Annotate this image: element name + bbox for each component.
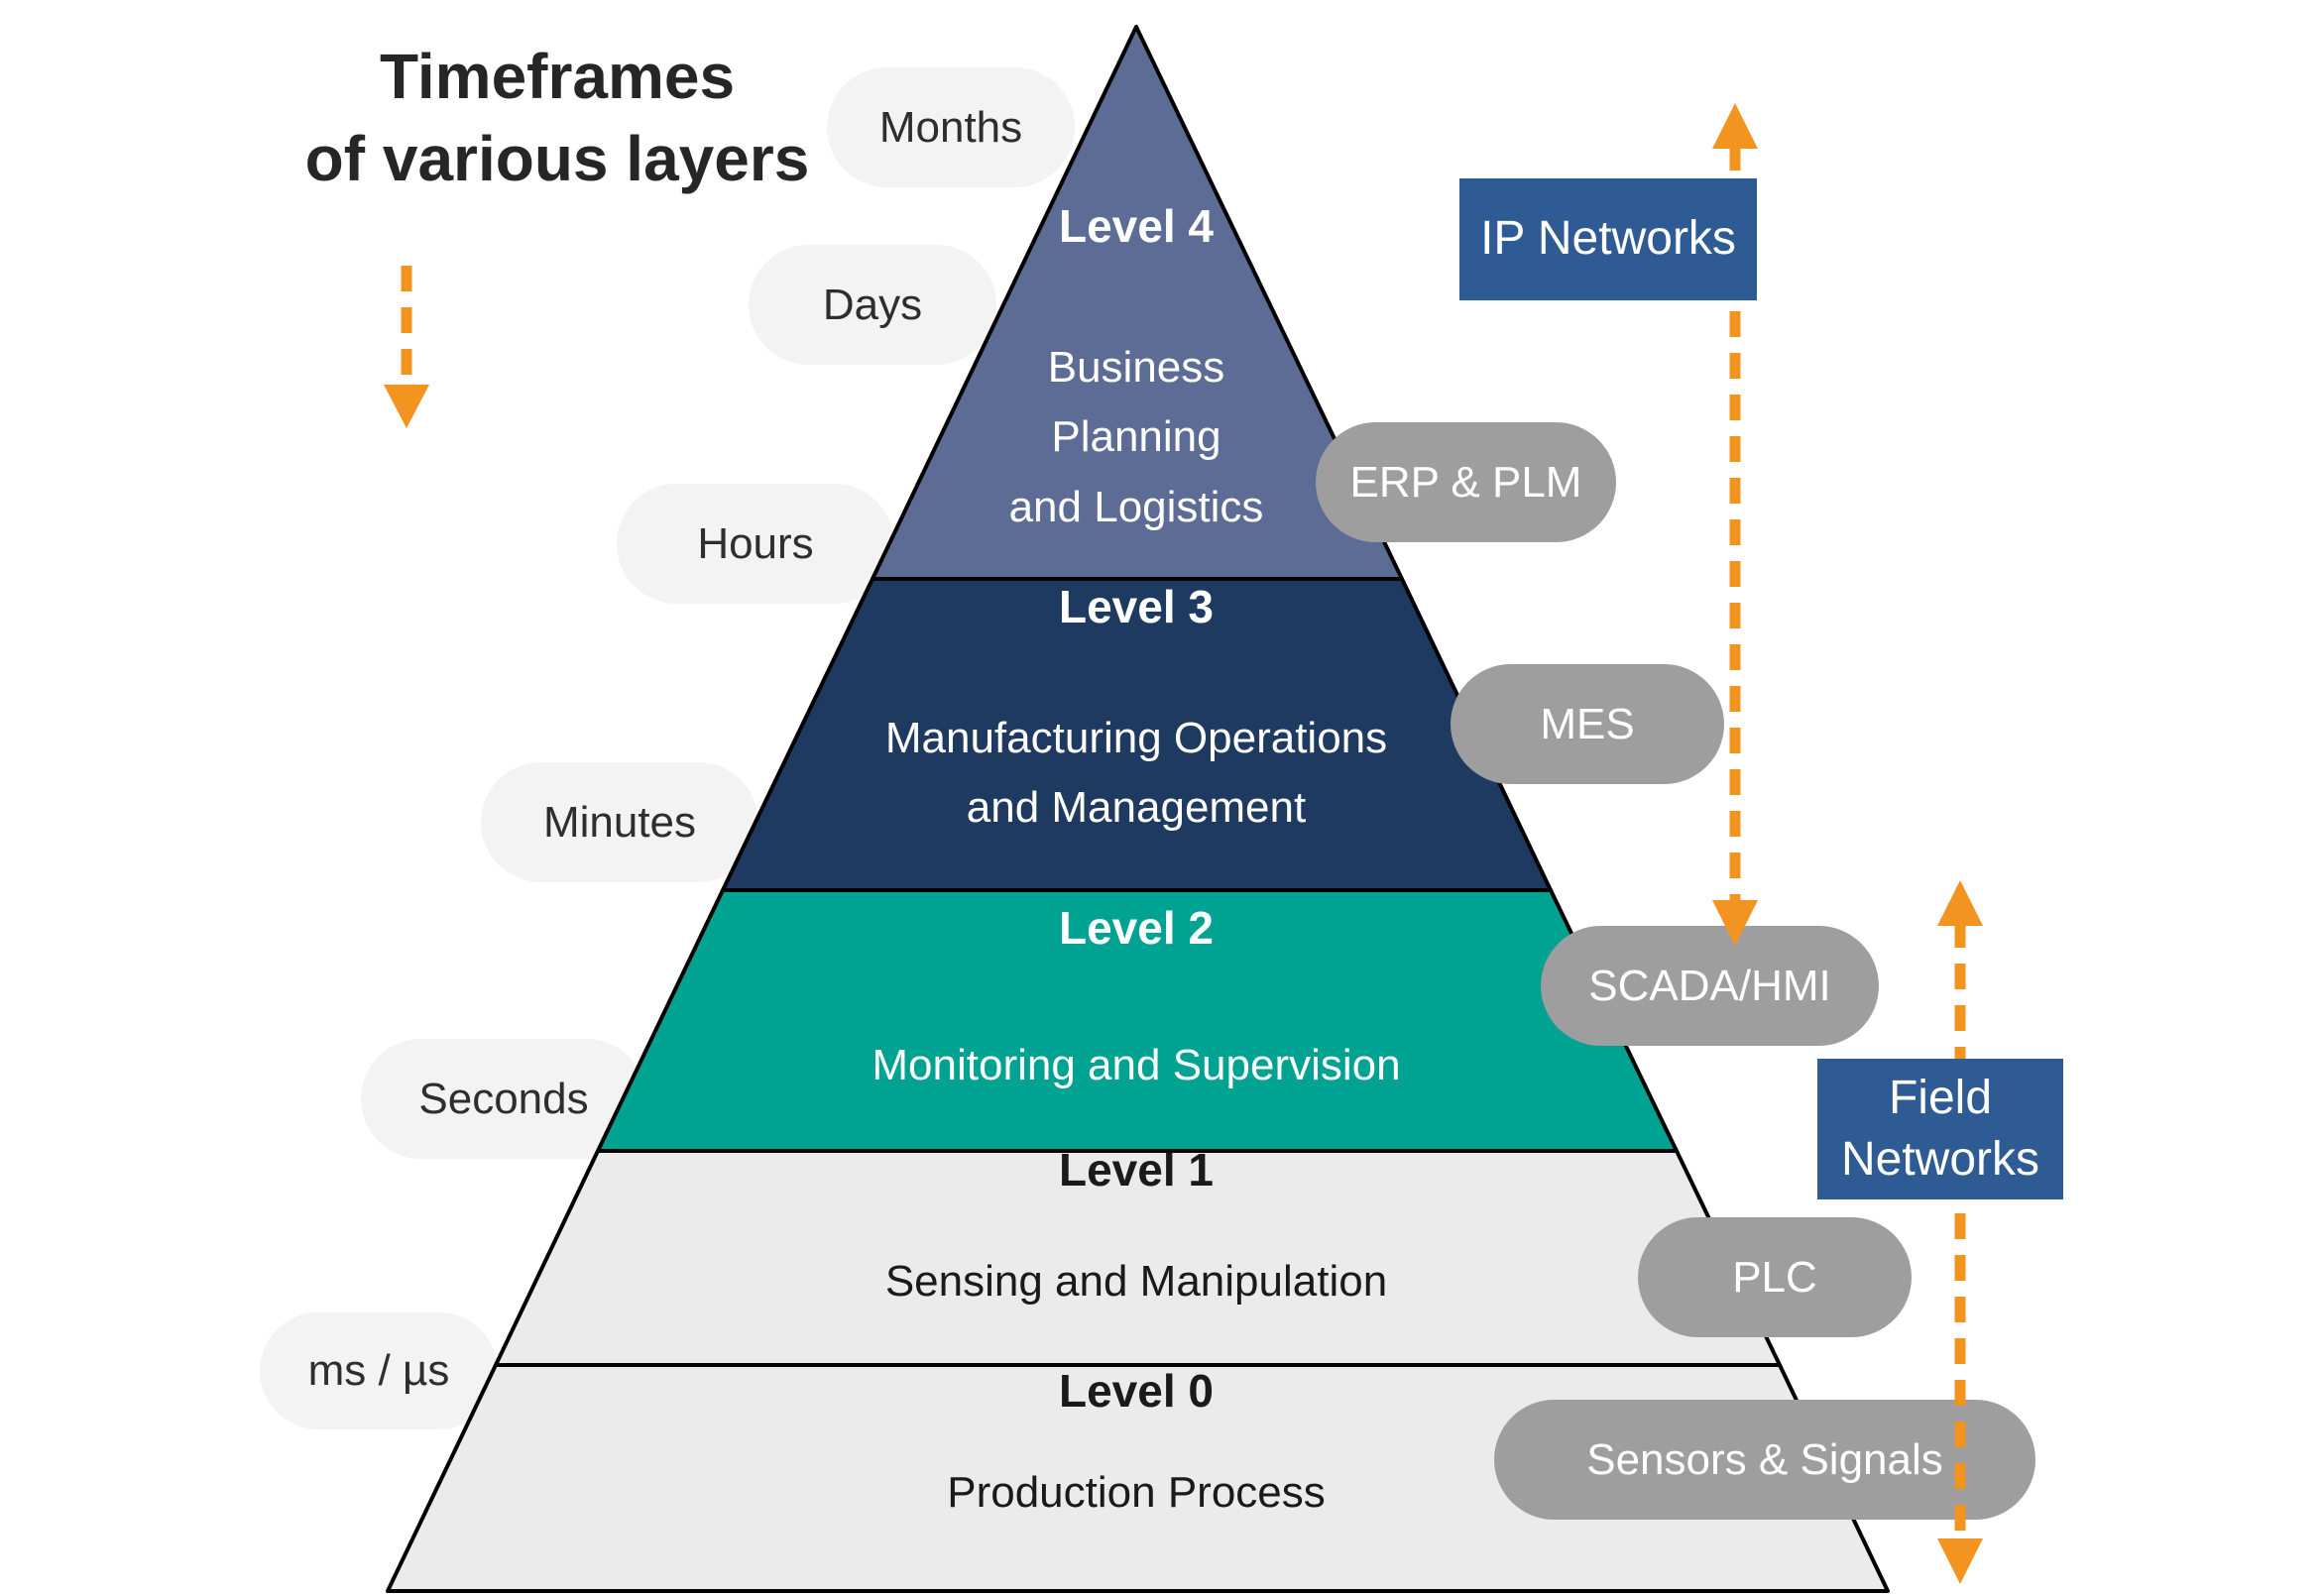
- system-pill-sensors-signals: Sensors & Signals: [1494, 1400, 2035, 1520]
- timeframe-pill-ms-us: ms / µs: [260, 1312, 498, 1429]
- level-3-label: Level 3: [1059, 581, 1214, 632]
- timeframe-pill-minutes: Minutes: [481, 762, 758, 882]
- system-pill-mes: MES: [1451, 664, 1724, 784]
- timeframe-pill-months: Months: [827, 67, 1075, 187]
- ip-networks-box: IP Networks: [1459, 178, 1757, 300]
- level-0-description: Production Process: [947, 1468, 1326, 1517]
- diagram-title: Timeframes of various layers: [304, 41, 810, 195]
- level-4-description: Business Planning and Logistics: [1008, 343, 1264, 531]
- system-pill-erp-plm: ERP & PLM: [1316, 422, 1616, 542]
- level-2-description: Monitoring and Supervision: [872, 1041, 1401, 1089]
- timeframe-pill-hours: Hours: [617, 484, 894, 604]
- level-4-label: Level 4: [1059, 200, 1214, 252]
- system-pill-scada-hmi: SCADA/HMI: [1541, 926, 1879, 1046]
- timeframe-pill-days: Days: [749, 245, 996, 365]
- level-1-description: Sensing and Manipulation: [884, 1257, 1388, 1306]
- timeframe-pill-seconds: Seconds: [361, 1039, 646, 1159]
- level-2-label: Level 2: [1059, 902, 1214, 954]
- system-pill-plc: PLC: [1638, 1217, 1912, 1337]
- level-1-label: Level 1: [1059, 1144, 1214, 1196]
- level-3-description: Manufacturing Operations and Management: [884, 714, 1388, 833]
- field-networks-box: Field Networks: [1817, 1059, 2063, 1199]
- level-0-label: Level 0: [1059, 1365, 1214, 1417]
